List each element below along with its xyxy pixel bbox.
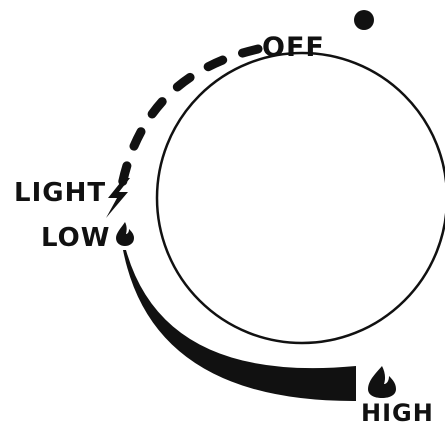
lightning-bolt-icon bbox=[106, 178, 130, 218]
small-flame-icon bbox=[116, 222, 134, 246]
large-flame-icon bbox=[368, 366, 396, 398]
knob-dial[interactable] bbox=[155, 51, 445, 345]
position-marker-dot bbox=[354, 10, 374, 30]
off-label: OFF bbox=[262, 32, 325, 63]
low-label: LOW bbox=[41, 223, 111, 253]
light-label: LIGHT bbox=[14, 178, 107, 208]
low-to-high-tapered-arc bbox=[123, 250, 356, 402]
high-label: HIGH bbox=[361, 399, 434, 425]
